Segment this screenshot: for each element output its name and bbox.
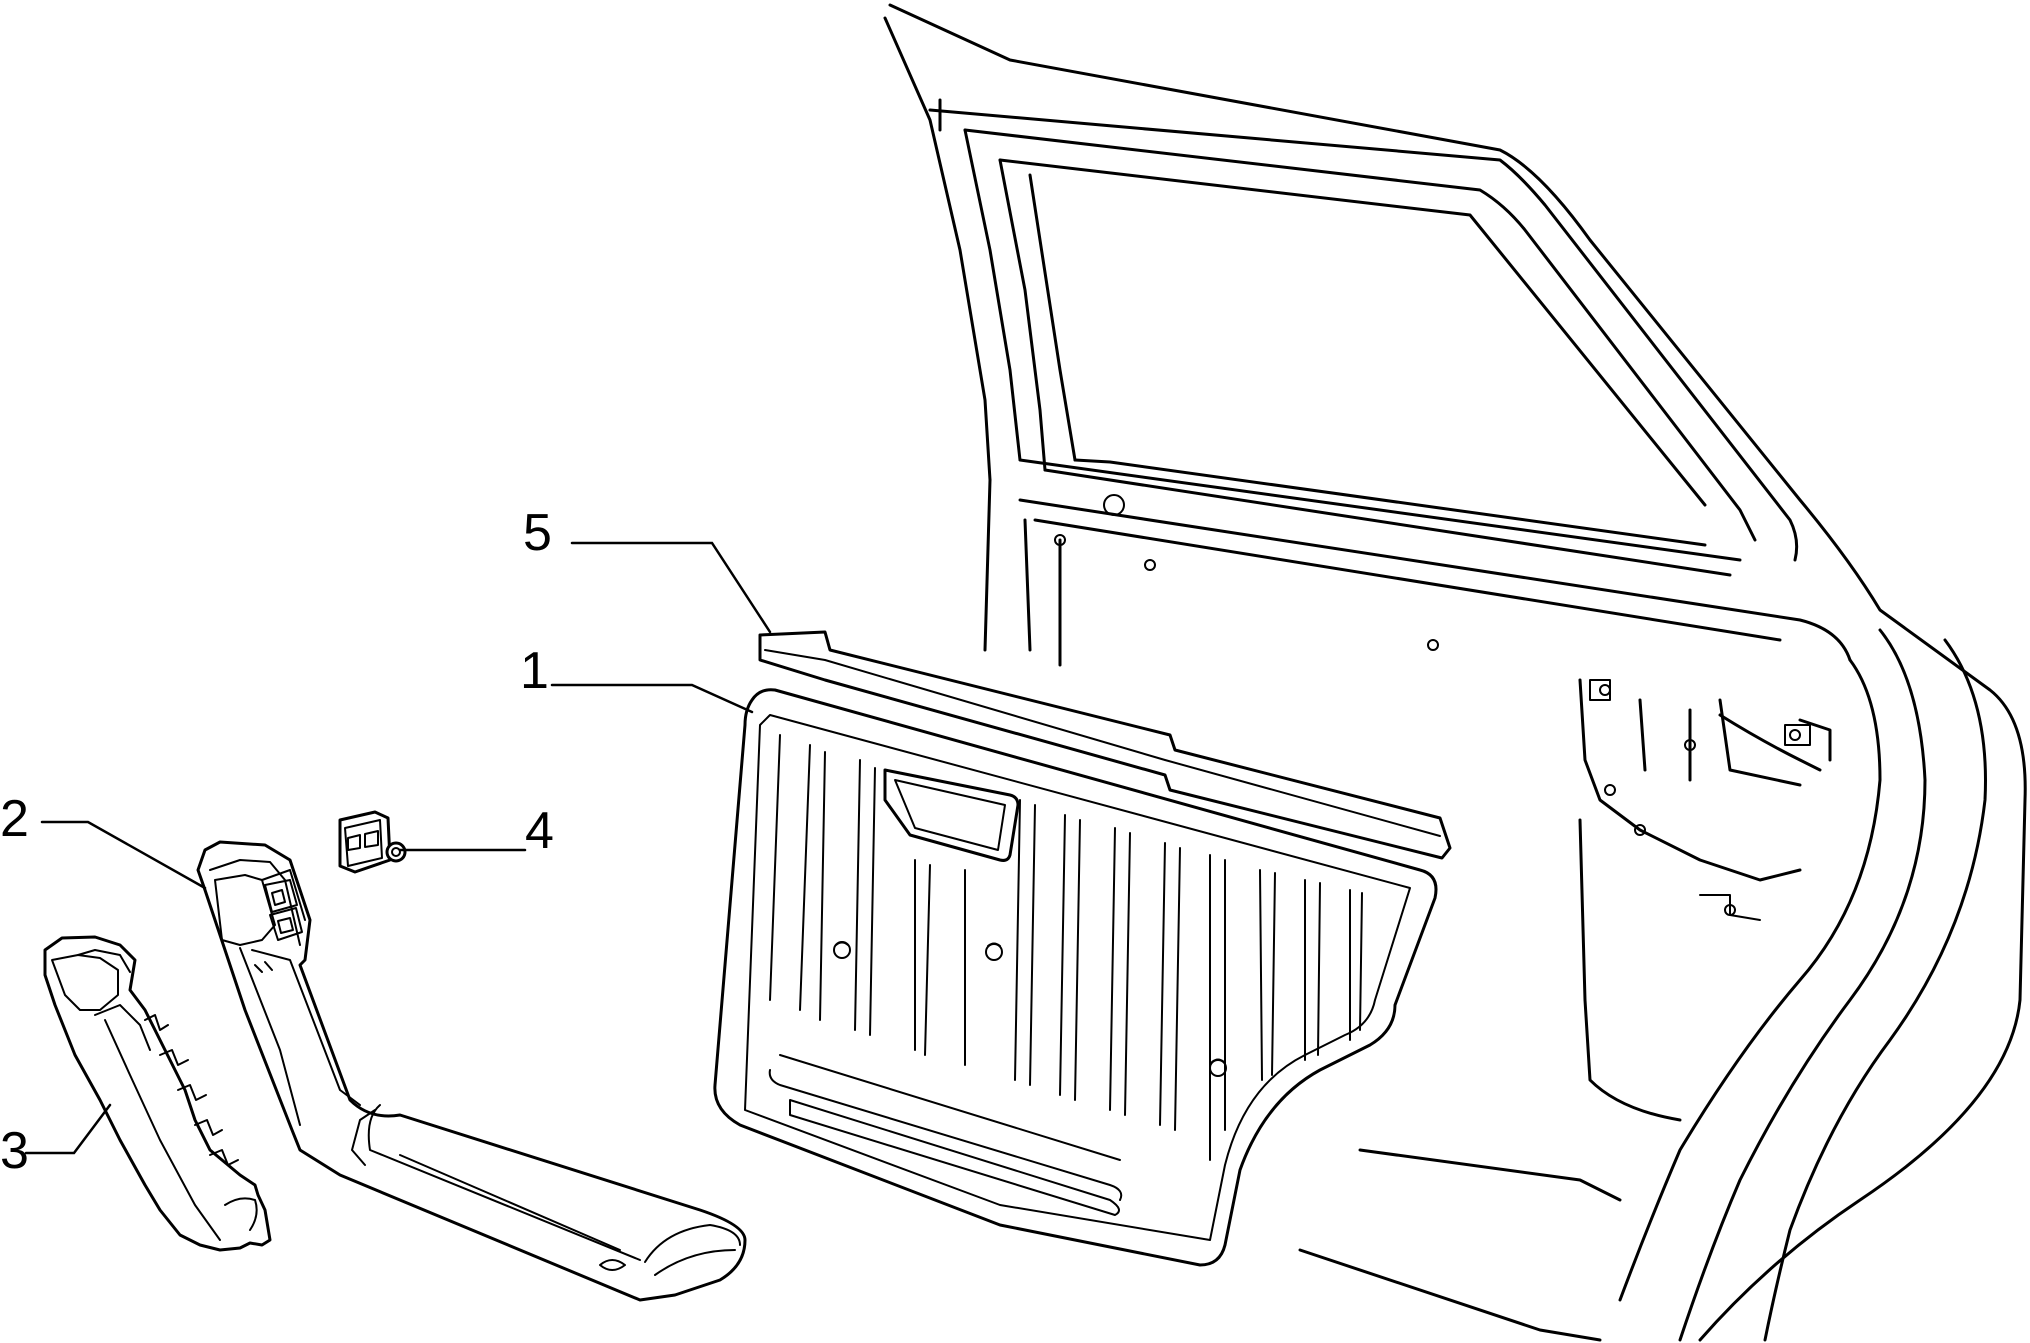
leader-5 — [570, 541, 772, 634]
leader-lines — [24, 541, 772, 1155]
door-shell — [883, 3, 2027, 1342]
leader-3 — [24, 1103, 112, 1155]
leader-1 — [550, 683, 754, 714]
leader-2 — [40, 820, 207, 890]
part-3-grab-handle — [43, 935, 272, 1252]
callout-3: 3 — [0, 1122, 29, 1180]
part-5-upper-trim-strip — [758, 630, 1452, 860]
part-1-door-trim-panel — [713, 688, 1438, 1267]
part-4-clip — [338, 810, 407, 874]
callout-4: 4 — [525, 802, 554, 860]
callout-2: 2 — [0, 790, 29, 848]
callout-5: 5 — [523, 504, 552, 562]
part-2-armrest — [196, 840, 747, 1302]
callout-1: 1 — [520, 642, 549, 700]
